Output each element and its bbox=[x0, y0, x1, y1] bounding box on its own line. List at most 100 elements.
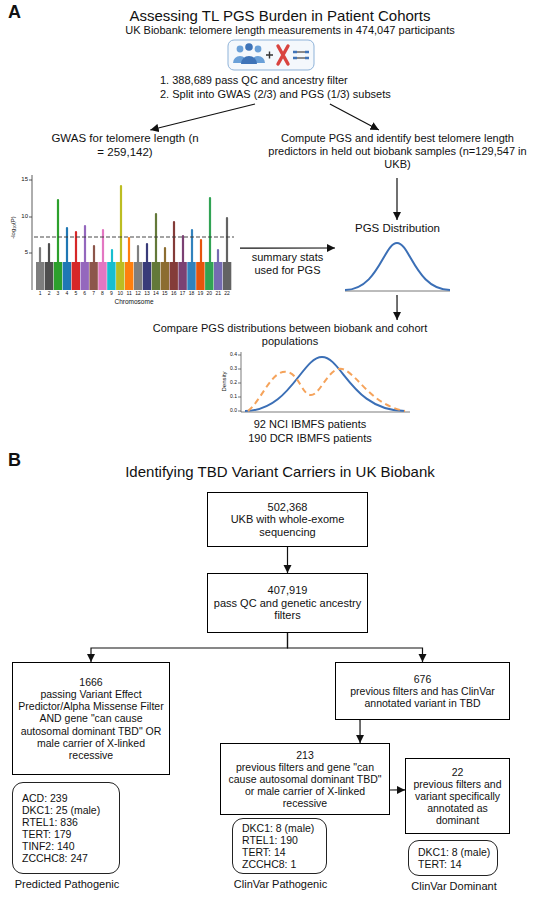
process-box: 502,368UKB with whole-exome sequencing bbox=[207, 492, 368, 547]
node-count: 407,919 bbox=[212, 584, 363, 597]
node-text: RTEL1: 836 bbox=[22, 816, 115, 828]
axis-text: 15 bbox=[15, 176, 28, 183]
node-text: ZCCHC8: 247 bbox=[22, 852, 115, 864]
snp-column bbox=[161, 262, 169, 290]
pgs-step: Compute PGS and identify best telomere l… bbox=[265, 130, 530, 178]
node-text: UKB with whole-exome sequencing bbox=[212, 513, 363, 538]
axis-text: 8 bbox=[98, 291, 108, 297]
axis-text: Density bbox=[221, 361, 228, 401]
axis-text: 0.3 bbox=[227, 366, 237, 372]
snp-peak bbox=[200, 240, 202, 262]
text-stack: 502,368UKB with whole-exome sequencing bbox=[208, 493, 367, 546]
node-text: pass QC and genetic ancestry filters bbox=[212, 597, 363, 622]
snp-column bbox=[81, 262, 89, 290]
node-label: PGS Distribution bbox=[335, 222, 460, 236]
axis-text: 17 bbox=[178, 291, 188, 297]
axis-text: 14 bbox=[151, 291, 161, 297]
snp-column bbox=[45, 262, 53, 290]
snp-peak bbox=[93, 246, 95, 262]
snp-peak bbox=[191, 230, 193, 262]
process-box: 407,919pass QC and genetic ancestry filt… bbox=[207, 573, 368, 633]
telomere-cap bbox=[293, 52, 309, 58]
snp-column bbox=[125, 262, 133, 290]
text-stack: 676previous filters and has ClinVar anno… bbox=[336, 663, 509, 719]
plot-axis bbox=[238, 352, 410, 412]
axis-text: 22 bbox=[222, 291, 232, 297]
axis-text: 2 bbox=[44, 291, 54, 297]
person-head bbox=[237, 46, 244, 53]
axis-text: 19 bbox=[195, 291, 205, 297]
axis-text: 21 bbox=[213, 291, 223, 297]
person-head bbox=[255, 46, 262, 53]
snp-peak bbox=[182, 236, 184, 262]
node-text: TERT: 179 bbox=[22, 828, 115, 840]
snp-column bbox=[196, 262, 204, 290]
comparison-block: Compare PGS distributions between bioban… bbox=[140, 320, 440, 445]
text-stack: ACD: 239DKC1: 25 (male)RTEL1: 836TERT: 1… bbox=[13, 783, 119, 873]
snp-column bbox=[152, 262, 160, 290]
panel-title: Identifying TBD Variant Carriers in UK B… bbox=[70, 463, 490, 480]
density-plot bbox=[238, 352, 410, 412]
significance-line bbox=[34, 237, 234, 238]
flow-arrow bbox=[396, 178, 397, 220]
node-label: Compare PGS distributions between bioban… bbox=[150, 322, 430, 348]
process-box: 676previous filters and has ClinVar anno… bbox=[335, 662, 510, 720]
snp-peak bbox=[173, 222, 175, 262]
pgs-bell-curve bbox=[345, 243, 450, 291]
axis-text: 3 bbox=[53, 291, 63, 297]
flow-arrow bbox=[91, 633, 288, 662]
axis-text: 16 bbox=[169, 291, 179, 297]
text-stack: DKC1: 8 (male)TERT: 14 bbox=[409, 841, 497, 875]
axis-text: Chromosome bbox=[94, 298, 174, 305]
snp-column bbox=[72, 262, 80, 290]
flow-arrow bbox=[288, 633, 423, 662]
snp-column bbox=[98, 262, 106, 290]
edge-label: summary stats used for PGS bbox=[245, 251, 331, 277]
snp-peaks bbox=[40, 186, 227, 262]
node-count: 676 bbox=[340, 673, 505, 685]
node-count: 502,368 bbox=[212, 501, 363, 514]
snp-column bbox=[134, 262, 142, 290]
result-box: ACD: 239DKC1: 25 (male)RTEL1: 836TERT: 1… bbox=[12, 782, 120, 874]
flow-arrow bbox=[150, 104, 255, 130]
axis-text: 0.4 bbox=[227, 352, 237, 358]
node-count: DKC1: 8 (male) bbox=[242, 822, 322, 834]
snp-peak bbox=[39, 248, 41, 262]
axis-text: 11 bbox=[124, 291, 134, 297]
snp-column bbox=[116, 262, 124, 290]
biobank-curve bbox=[245, 357, 405, 411]
plus-sign bbox=[266, 52, 273, 59]
axis-text: 0.1 bbox=[227, 394, 237, 400]
node-text: RTEL1: 190 bbox=[242, 834, 322, 846]
chromosome-symbol bbox=[278, 46, 288, 64]
axis-text: 6 bbox=[80, 291, 90, 297]
snp-column bbox=[89, 262, 97, 290]
snp-column bbox=[63, 262, 71, 290]
snp-column bbox=[223, 262, 231, 290]
panel-title: Assessing TL PGS Burden in Patient Cohor… bbox=[70, 7, 490, 24]
curve-baseline bbox=[345, 291, 450, 292]
node-label: 2. Split into GWAS (2/3) and PGS (1/3) s… bbox=[160, 88, 460, 101]
snp-peak bbox=[84, 226, 86, 262]
node-label: Predicted Pathogenic bbox=[3, 878, 131, 891]
node-text: TERT: 14 bbox=[418, 858, 493, 870]
axis-text: 10 bbox=[115, 291, 125, 297]
axis-text: 15 bbox=[160, 291, 170, 297]
text-stack: 213previous filters and gene "can cause … bbox=[221, 744, 389, 814]
snp-peak bbox=[57, 200, 59, 262]
flow-arrow bbox=[287, 547, 288, 573]
distribution-curve bbox=[345, 243, 450, 290]
flow-arrow bbox=[359, 720, 360, 743]
flow-arrow bbox=[330, 104, 379, 130]
node-text: TINF2: 140 bbox=[22, 840, 115, 852]
axis-text: 7 bbox=[89, 291, 99, 297]
node-count: 213 bbox=[225, 749, 385, 761]
snp-peak bbox=[48, 244, 50, 262]
axis-text: 5 bbox=[15, 249, 28, 256]
snp-peak bbox=[111, 250, 113, 262]
manhattan-plot bbox=[29, 175, 234, 290]
snp-column bbox=[107, 262, 115, 290]
snp-column bbox=[54, 262, 62, 290]
distribution-block: PGS Distribution bbox=[335, 220, 460, 295]
